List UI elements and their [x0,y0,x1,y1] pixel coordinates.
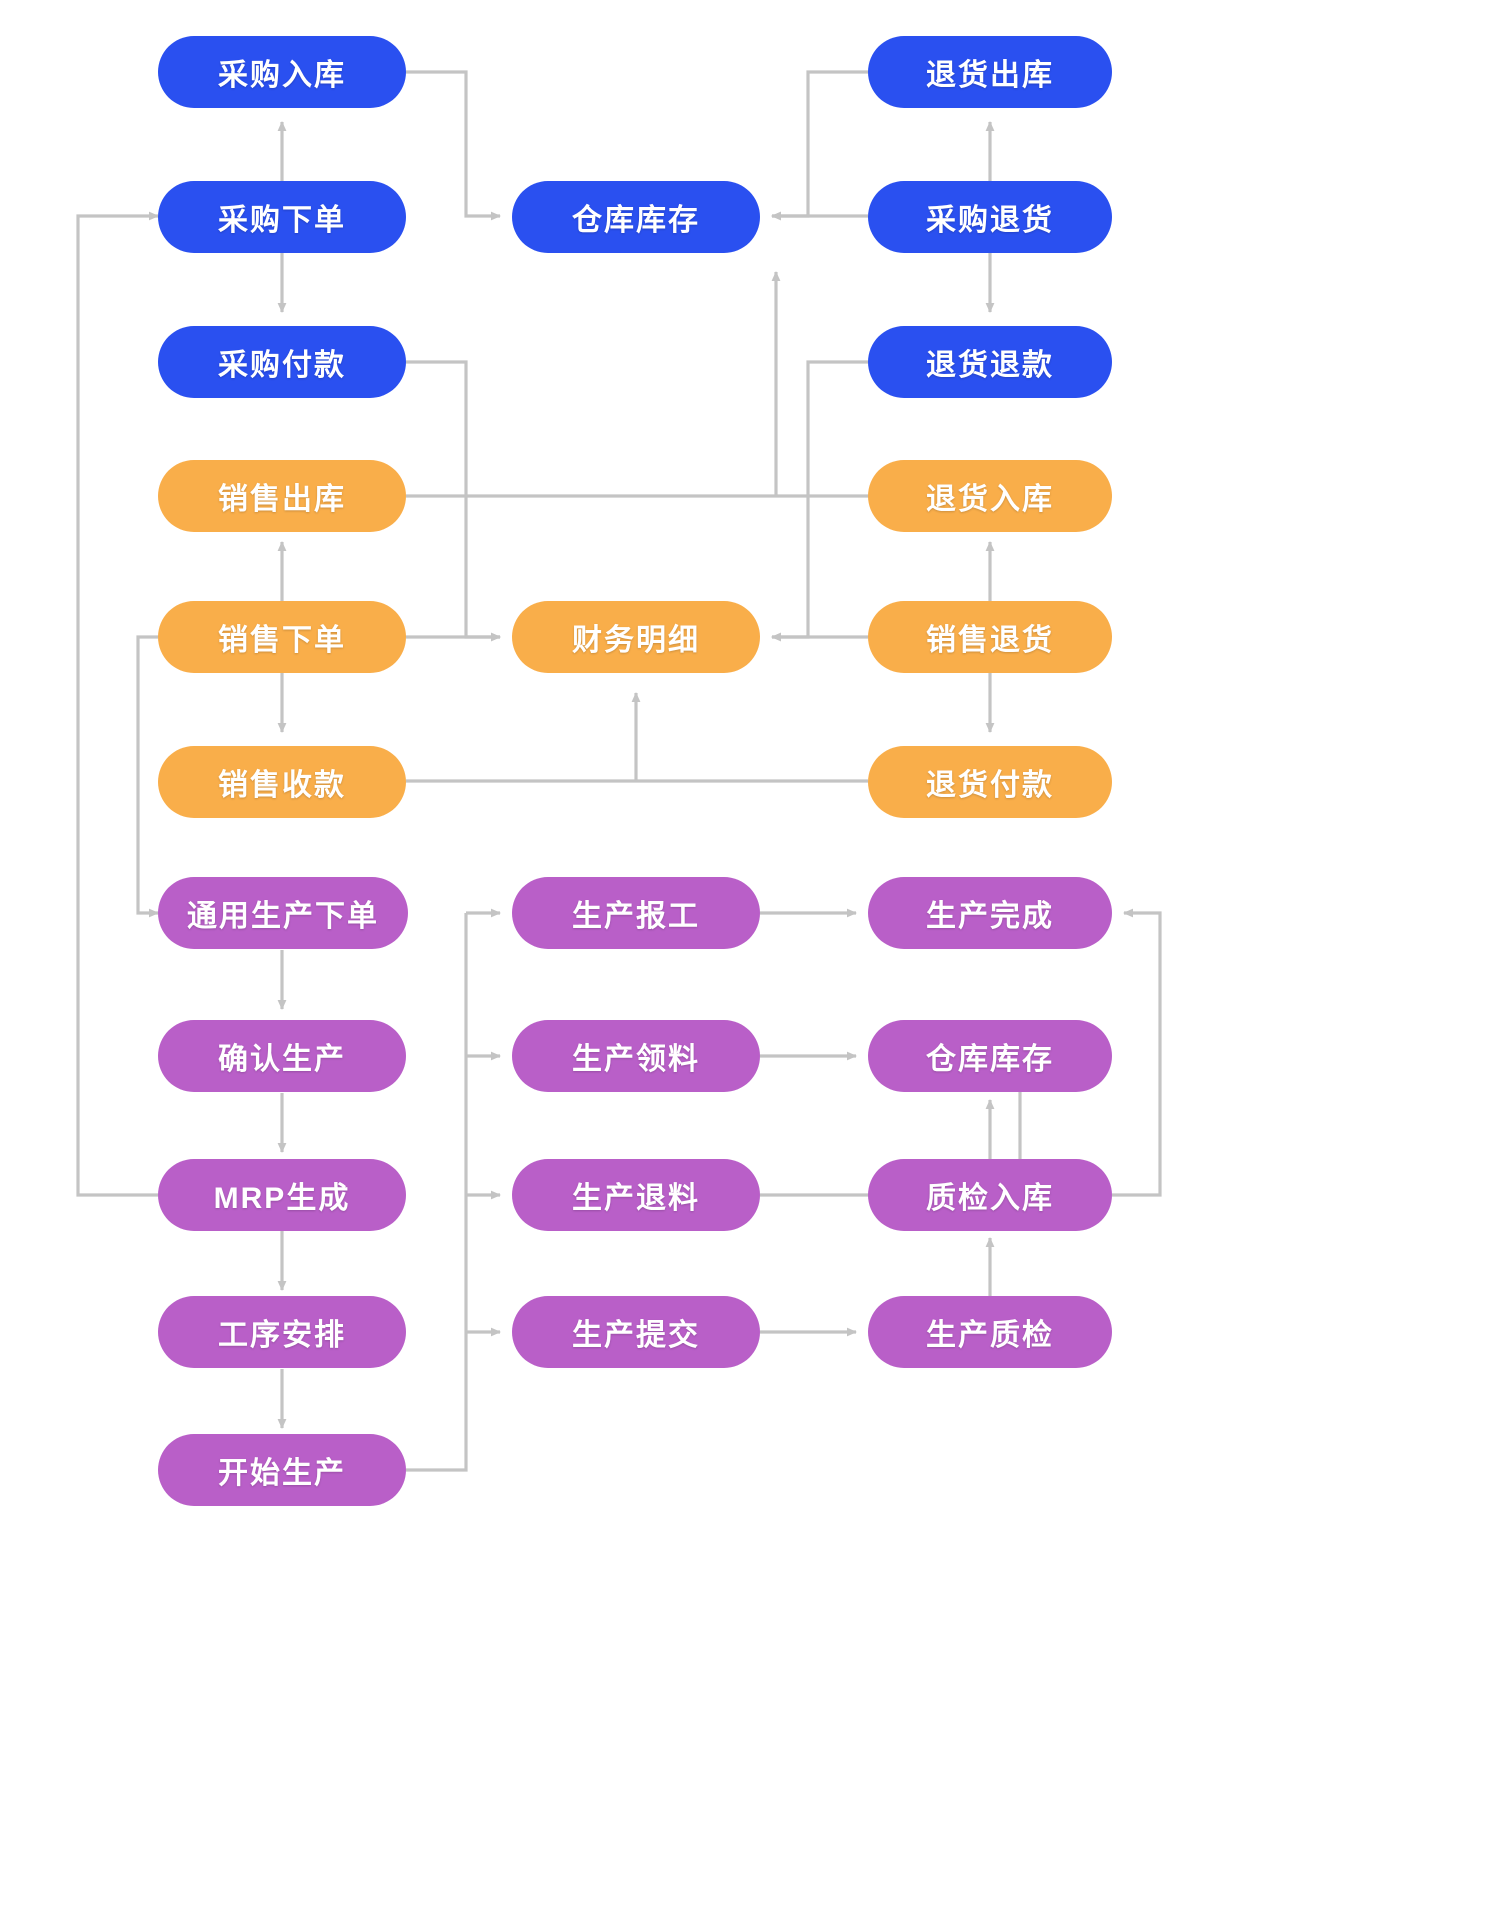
edge-n1-n4 [406,70,501,221]
node-purchase-payment[interactable]: 采购付款 [158,326,406,398]
node-sales-return[interactable]: 销售退货 [868,601,1112,673]
node-label: 退货入库 [926,483,1054,516]
edge-n7-n11 [771,360,868,642]
node-label: 销售退货 [926,624,1054,657]
node-mrp-generate[interactable]: MRP生成 [158,1159,406,1231]
node-purchase-return[interactable]: 采购退货 [868,181,1112,253]
node-label: 仓库库存 [572,204,700,237]
node-label: 销售下单 [218,624,346,657]
edge-n23-n17 [1112,908,1162,1197]
node-return-payment[interactable]: 退货付款 [868,746,1112,818]
node-production-report[interactable]: 生产报工 [512,877,760,949]
node-sales-receipt[interactable]: 销售收款 [158,746,406,818]
node-label: 仓库库存 [926,1043,1054,1076]
node-start-production[interactable]: 开始生产 [158,1434,406,1506]
node-label: 财务明细 [572,624,700,657]
node-return-refund[interactable]: 退货退款 [868,326,1112,398]
node-finance-detail[interactable]: 财务明细 [512,601,760,673]
node-label: 退货退款 [926,349,1054,382]
node-label: 退货出库 [926,59,1054,92]
node-general-production-order[interactable]: 通用生产下单 [158,877,408,949]
node-production-submit[interactable]: 生产提交 [512,1296,760,1368]
node-material-return[interactable]: 生产退料 [512,1159,760,1231]
node-production-complete[interactable]: 生产完成 [868,877,1112,949]
node-label: 生产完成 [926,900,1054,933]
node-label: 开始生产 [218,1457,346,1490]
node-sales-order[interactable]: 销售下单 [158,601,406,673]
node-label: 销售收款 [218,769,346,802]
edge-n2-n4 [771,70,868,221]
node-return-inbound[interactable]: 退货入库 [868,460,1112,532]
node-label: 采购退货 [926,204,1054,237]
node-label: 生产报工 [572,900,700,933]
node-sales-outbound[interactable]: 销售出库 [158,460,406,532]
edge-n21-n3 [76,211,159,1197]
node-label: 通用生产下单 [187,900,379,933]
node-label: 生产领料 [572,1043,700,1076]
node-label: 质检入库 [926,1182,1054,1215]
node-label: 确认生产 [218,1043,346,1076]
node-label: 退货付款 [926,769,1054,802]
node-label: 生产质检 [926,1319,1054,1352]
node-label: 采购付款 [218,349,346,382]
node-purchase-order[interactable]: 采购下单 [158,181,406,253]
node-production-qc[interactable]: 生产质检 [868,1296,1112,1368]
node-label: 生产退料 [572,1182,700,1215]
node-warehouse-stock-2[interactable]: 仓库库存 [868,1020,1112,1092]
node-label: 采购下单 [218,204,346,237]
node-qc-inbound[interactable]: 质检入库 [868,1159,1112,1231]
node-label: 采购入库 [218,59,346,92]
node-return-outbound[interactable]: 退货出库 [868,36,1112,108]
edge-n6-n11 [406,360,501,642]
node-label: 工序安排 [218,1319,346,1352]
edge-n27-riser [406,913,468,1472]
node-warehouse-stock[interactable]: 仓库库存 [512,181,760,253]
node-purchase-inbound[interactable]: 采购入库 [158,36,406,108]
node-material-issue[interactable]: 生产领料 [512,1020,760,1092]
node-label: 生产提交 [572,1319,700,1352]
node-label: MRP生成 [213,1182,351,1215]
edge-n10-n15 [136,635,159,918]
node-label: 销售出库 [218,483,346,516]
node-confirm-production[interactable]: 确认生产 [158,1020,406,1092]
node-process-schedule[interactable]: 工序安排 [158,1296,406,1368]
